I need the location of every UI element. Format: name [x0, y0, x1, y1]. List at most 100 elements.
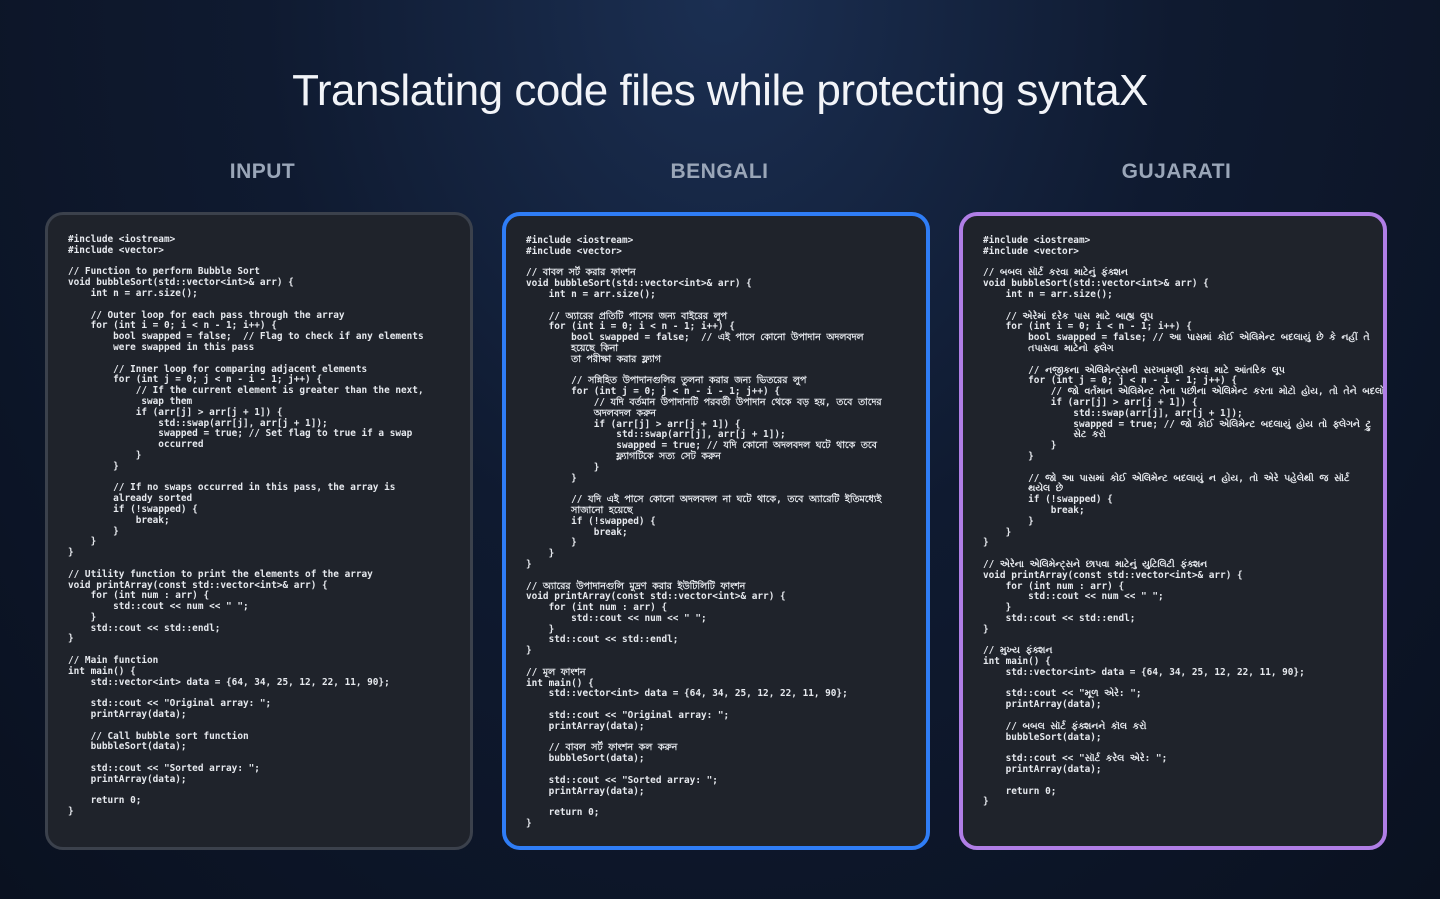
- code-line: [983, 463, 1383, 474]
- code-line: bool swapped = false; // Flag to check i…: [68, 331, 424, 343]
- code-line: // সন্নিহিত উপাদানগুলির তুলনা করার জন্য …: [526, 375, 807, 387]
- code-line: #include <vector>: [526, 245, 622, 257]
- code-line: printArray(data);: [68, 773, 187, 785]
- code-line: void bubbleSort(std::vector<int>& arr) {: [526, 278, 752, 290]
- code-line: // Utility function to print the element…: [68, 568, 373, 580]
- column-label-bengali: BENGALI: [670, 160, 769, 183]
- code-line: int main() {: [68, 665, 136, 677]
- code-line: int main() {: [983, 656, 1051, 668]
- code-line: // মূল ফাংশন: [526, 666, 586, 678]
- code-line: }: [68, 525, 119, 537]
- code-line: if (arr[j] > arr[j + 1]) {: [983, 396, 1198, 408]
- code-line: std::vector<int> data = {64, 34, 25, 12,…: [983, 666, 1305, 678]
- code-line: if (arr[j] > arr[j + 1]) {: [526, 418, 741, 430]
- code-line: // বাবল সর্ট করার ফাংশন: [526, 267, 636, 279]
- code-line: }: [68, 633, 74, 645]
- code-line: // অ্যারের উপাদানগুলি মুদ্রণ করার ইউটিলি…: [526, 580, 746, 592]
- code-line: std::cout << "Original array: ";: [526, 710, 730, 722]
- code-line: તપાસવા માટેનો ફ્લેગ: [983, 342, 1114, 354]
- code-line: [68, 354, 470, 365]
- code-line: int main() {: [526, 677, 594, 689]
- code-line: for (int j = 0; j < n - i - 1; j++) {: [983, 375, 1237, 387]
- code-line: void printArray(const std::vector<int>& …: [983, 569, 1243, 581]
- code-line: }: [983, 450, 1034, 462]
- code-line: }: [68, 460, 119, 472]
- code-line: // મુખ્ય ફંક્શન: [983, 645, 1053, 657]
- code-line: std::cout << "Sorted array: ";: [526, 774, 718, 786]
- code-line: [526, 301, 926, 312]
- code-line: #include <iostream>: [68, 234, 176, 245]
- code-line: // যদি বর্তমান উপাদানটি পরবর্তী উপাদান থ…: [526, 396, 882, 408]
- code-line: }: [526, 818, 532, 830]
- code-line: void printArray(const std::vector<int>& …: [526, 591, 786, 603]
- code-line: }: [983, 515, 1034, 527]
- code-line: [983, 301, 1383, 312]
- code-panel-gujarati: #include <iostream>#include <vector> // …: [959, 212, 1387, 850]
- code-line: }: [526, 558, 532, 570]
- code-line: return 0;: [68, 795, 142, 807]
- code-line: void bubbleSort(std::vector<int>& arr) {: [983, 278, 1209, 290]
- code-line: std::swap(arr[j], arr[j + 1]);: [983, 407, 1243, 419]
- code-line: // બબલ સૉર્ટ ફંક્શનને કૉલ કરો: [983, 720, 1147, 732]
- code-line: for (int num : arr) {: [526, 602, 668, 614]
- code-block: #include <iostream>#include <vector> // …: [48, 215, 470, 818]
- code-line: printArray(data);: [68, 709, 187, 721]
- code-line: }: [68, 806, 74, 818]
- code-line: int n = arr.size();: [983, 288, 1113, 300]
- code-line: }: [68, 536, 97, 548]
- code-line: for (int num : arr) {: [983, 580, 1125, 592]
- code-line: int n = arr.size();: [68, 287, 198, 299]
- code-line: অদলবদল করুন: [526, 407, 656, 419]
- code-panel-bengali: #include <iostream>#include <vector> // …: [502, 212, 930, 850]
- code-line: // যদি এই পাসে কোনো অদলবদল না ঘটে থাকে, …: [526, 494, 882, 506]
- column-label-gujarati: GUJARATI: [1121, 160, 1232, 183]
- code-line: }: [526, 461, 600, 473]
- code-line: #include <vector>: [983, 245, 1079, 257]
- code-line: break;: [983, 504, 1085, 516]
- code-line: std::cout << std::endl;: [983, 612, 1136, 624]
- code-line: return 0;: [526, 807, 600, 819]
- code-line: break;: [526, 526, 628, 538]
- code-line: // Call bubble sort function: [68, 730, 249, 742]
- code-line: void bubbleSort(std::vector<int>& arr) {: [68, 277, 294, 289]
- code-line: // નજીકના એલિમેન્ટ્સની સરખામણી કરવા માટે…: [983, 364, 1285, 376]
- code-line: printArray(data);: [983, 699, 1102, 711]
- code-line: // જો વર્તમાન એલિમેન્ટ તેના પછીના એલિમેન…: [983, 386, 1385, 398]
- code-line: std::cout << num << " ";: [983, 591, 1164, 603]
- code-line: std::swap(arr[j], arr[j + 1]);: [526, 429, 786, 441]
- code-block: #include <iostream>#include <vector> // …: [963, 216, 1383, 808]
- code-line: swapped = true; // Set flag to true if a…: [68, 428, 413, 440]
- code-line: થયેલ છે: [983, 483, 1064, 495]
- code-line: }: [526, 472, 577, 484]
- code-line: std::cout << "Sorted array: ";: [68, 763, 260, 775]
- code-line: for (int num : arr) {: [68, 590, 210, 602]
- code-line: if (arr[j] > arr[j + 1]) {: [68, 406, 283, 418]
- code-line: bubbleSort(data);: [68, 741, 187, 753]
- code-line: int n = arr.size();: [526, 288, 656, 300]
- code-line: printArray(data);: [983, 764, 1102, 776]
- code-line: printArray(data);: [526, 785, 645, 797]
- code-line: // એરેના એલિમેન્ટ્સને છાપવા માટેનું યુટિ…: [983, 558, 1208, 570]
- code-line: bool swapped = false; // এই পাসে কোনো উপ…: [526, 332, 864, 344]
- code-line: // Function to perform Bubble Sort: [68, 266, 260, 278]
- code-line: if (!swapped) {: [526, 515, 656, 527]
- code-line: printArray(data);: [526, 720, 645, 732]
- code-line: // Main function: [68, 655, 159, 667]
- code-line: #include <vector>: [68, 244, 164, 256]
- code-line: if (!swapped) {: [983, 494, 1113, 506]
- code-line: swapped = true; // જો કોઈ એલિમેન્ટ બદલાય…: [983, 418, 1372, 430]
- code-line: [983, 355, 1383, 366]
- code-line: break;: [68, 514, 170, 526]
- code-line: [526, 571, 926, 582]
- code-line: }: [983, 440, 1057, 452]
- code-line: // If the current element is greater tha…: [68, 385, 424, 397]
- code-line: }: [983, 526, 1012, 538]
- code-line: std::cout << "Original array: ";: [68, 698, 272, 710]
- code-line: }: [526, 537, 577, 549]
- code-line: // એરેમાં દરેક પાસ માટે બાહ્ય લૂપ: [983, 310, 1154, 322]
- code-line: }: [526, 623, 555, 635]
- code-line: #include <iostream>: [983, 235, 1091, 246]
- code-line: if (!swapped) {: [68, 503, 198, 515]
- code-line: for (int i = 0; i < n - 1; i++) {: [526, 321, 735, 333]
- code-line: // બબલ સૉર્ટ કરવા માટેનું ફંક્શન: [983, 267, 1128, 279]
